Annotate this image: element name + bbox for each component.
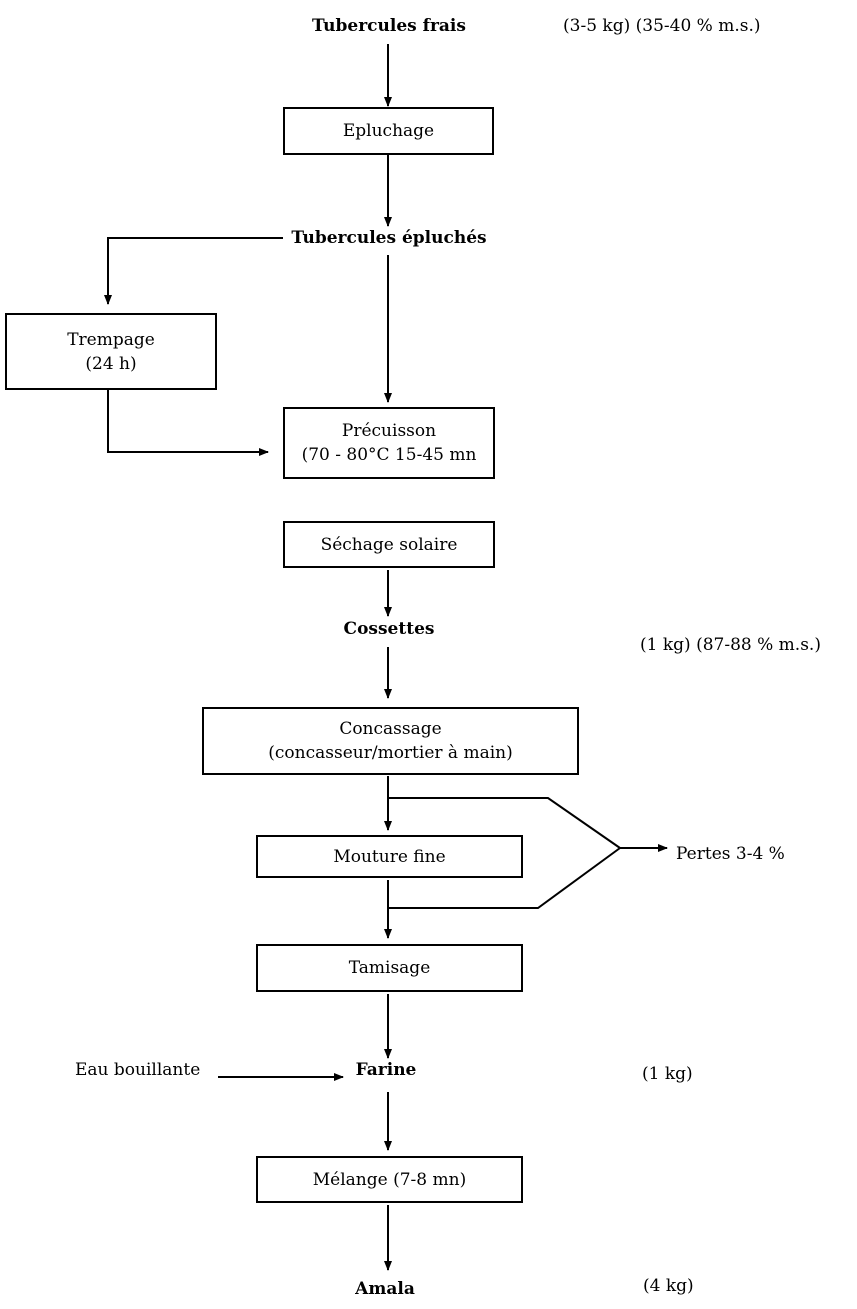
box-epluchage: Epluchage (283, 107, 494, 155)
annotation-tubercules-frais: (3-5 kg) (35-40 % m.s.) (563, 16, 761, 36)
node-tubercules-frais: Tubercules frais (312, 16, 466, 36)
annotation-farine: (1 kg) (642, 1064, 693, 1084)
label-epluchage: Epluchage (342, 121, 435, 141)
label-melange: Mélange (7-8 mn) (312, 1169, 467, 1190)
label-trempage: Trempage (67, 329, 155, 350)
node-cossettes: Cossettes (343, 619, 435, 639)
loss-line-bottom (388, 847, 621, 909)
branch-trempage-to-precuisson (107, 388, 269, 456)
box-concassage: Concassage (concasseur/mortier à main) (202, 707, 579, 775)
label-concassage-tools: (concasseur/mortier à main) (268, 743, 513, 763)
box-mouture-fine: Mouture fine (256, 835, 523, 878)
box-trempage: Trempage (24 h) (5, 313, 217, 390)
label-mouture-fine: Mouture fine (333, 846, 446, 867)
label-sechage-solaire: Séchage solaire (320, 534, 458, 555)
node-pertes: Pertes 3-4 % (676, 844, 785, 864)
annotation-cossettes: (1 kg) (87-88 % m.s.) (640, 635, 821, 655)
label-concassage: Concassage (339, 719, 442, 739)
label-precuisson: Précuisson (341, 421, 437, 441)
loss-line-top (388, 797, 621, 849)
branch-to-trempage (104, 237, 283, 305)
node-amala: Amala (355, 1279, 415, 1299)
node-tubercules-epluches: Tubercules épluchés (291, 228, 487, 248)
box-melange: Mélange (7-8 mn) (256, 1156, 523, 1203)
label-precuisson-conditions: (70 - 80°C 15-45 mn (301, 445, 477, 465)
label-tamisage: Tamisage (348, 958, 431, 978)
box-sechage-solaire: Séchage solaire (283, 521, 495, 568)
label-trempage-time: (24 h) (85, 353, 137, 374)
box-precuisson: Précuisson (70 - 80°C 15-45 mn (283, 407, 495, 479)
box-tamisage: Tamisage (256, 944, 523, 992)
annotation-amala: (4 kg) (643, 1276, 694, 1296)
node-eau-bouillante: Eau bouillante (75, 1060, 201, 1080)
node-farine: Farine (355, 1060, 417, 1080)
